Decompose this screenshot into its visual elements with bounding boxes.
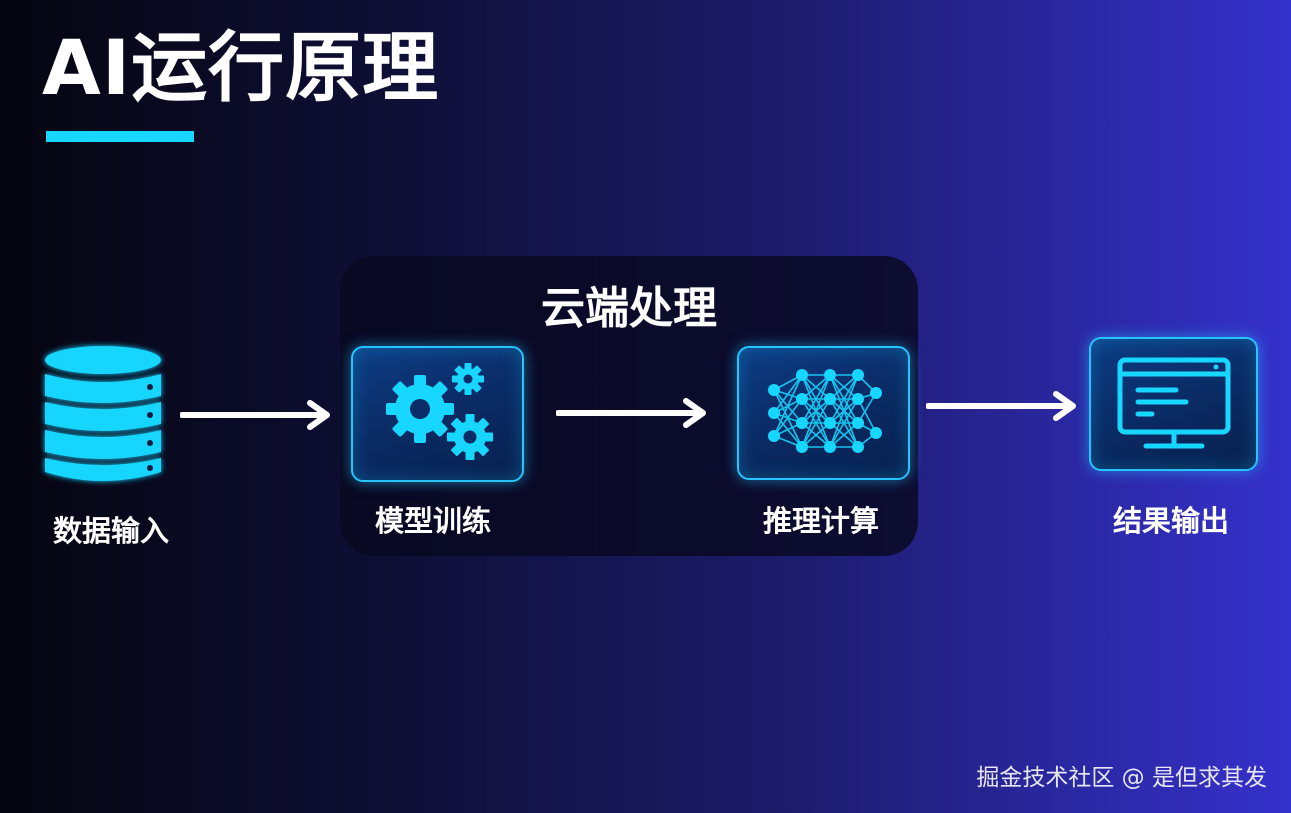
page-title: AI运行原理 — [42, 23, 440, 112]
cloud-processing-title: 云端处理 — [541, 283, 717, 334]
neural-network-icon — [764, 363, 884, 463]
flow-arrow — [556, 396, 711, 430]
step-label-result-output: 结果输出 — [1112, 504, 1229, 538]
gears-icon — [378, 359, 498, 469]
monitor-icon — [1114, 354, 1234, 454]
step-label-inference: 推理计算 — [762, 504, 879, 538]
database-icon — [40, 340, 166, 490]
inference-node — [737, 346, 910, 480]
model-training-node — [351, 346, 524, 482]
step-label-model-training: 模型训练 — [374, 504, 491, 538]
watermark: 掘金技术社区 @ 是但求其发 — [976, 765, 1267, 791]
flow-arrow — [180, 398, 335, 432]
result-output-node — [1089, 337, 1258, 471]
step-label-data-input: 数据输入 — [52, 514, 169, 548]
flow-arrow — [926, 389, 1081, 423]
title-underline — [46, 131, 194, 142]
